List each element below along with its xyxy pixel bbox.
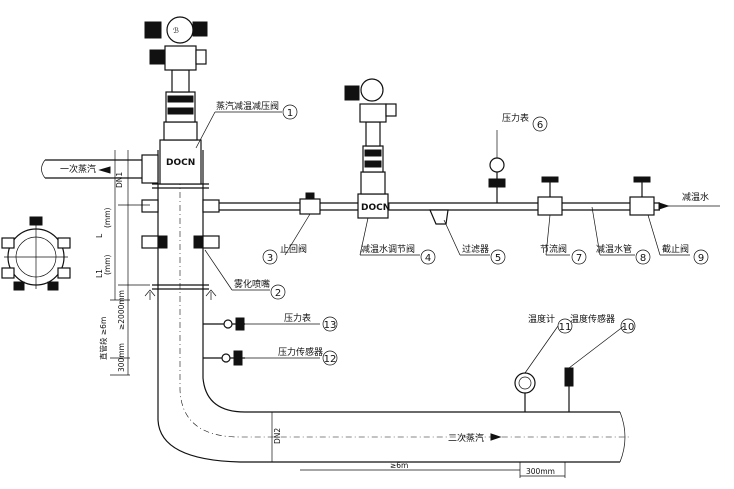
pressure-sensor xyxy=(203,350,245,366)
callout-label: 压力表 xyxy=(284,312,311,324)
callout-label: 减温水调节阀 xyxy=(361,243,415,255)
arrow-icon xyxy=(98,166,111,174)
callout-number: 13 xyxy=(324,320,337,331)
pressure-gauge-secondary xyxy=(203,317,245,331)
callout-number: 4 xyxy=(425,253,431,264)
callout-6: 压力表 6 xyxy=(502,112,548,132)
callout-number: 1 xyxy=(287,108,293,119)
callout-number: 5 xyxy=(495,253,501,264)
callout-2: 雾化喷嘴 2 xyxy=(234,278,286,300)
callout-label: 节流阀 xyxy=(540,243,567,255)
callout-number: 7 xyxy=(576,253,582,264)
thermometer xyxy=(514,372,536,412)
svg-text:DOCN: DOCN xyxy=(361,203,390,213)
callout-number: 11 xyxy=(559,322,572,333)
callout-number: 6 xyxy=(537,120,543,131)
nozzle-section-view xyxy=(1,216,71,291)
dim-l1-unit: (mm) xyxy=(103,254,112,275)
dim-300mm-v: 300mm xyxy=(117,343,126,372)
water-regulating-valve: DOCN xyxy=(344,78,397,219)
callout-1: 蒸汽减温减压阀 1 xyxy=(216,100,298,120)
callout-label: 压力表 xyxy=(502,112,529,124)
dimension-lines xyxy=(110,150,566,478)
dim-l-unit: (mm) xyxy=(103,207,112,228)
brand-label: DOCN xyxy=(166,158,195,168)
callout-7: 节流阀 7 xyxy=(540,243,587,265)
callout-number: 3 xyxy=(267,253,273,264)
secondary-steam-label: 二次蒸汽 xyxy=(448,432,484,444)
main-steam-pipe xyxy=(141,140,630,463)
svg-text:ℬ: ℬ xyxy=(173,26,179,35)
callout-9: 截止阀 9 xyxy=(662,243,709,265)
primary-steam-inlet: 一次蒸汽 xyxy=(41,154,159,184)
callout-10: 温度传感器 10 xyxy=(570,313,636,334)
dim-dn1: DN1 xyxy=(115,172,124,188)
callout-3: 3 止回阀 xyxy=(262,243,307,265)
callout-label: 温度传感器 xyxy=(570,313,615,325)
callout-5: 过滤器 5 xyxy=(462,243,506,265)
callout-number: 2 xyxy=(275,288,281,299)
arrow-icon xyxy=(205,289,217,300)
callout-number: 9 xyxy=(698,253,704,264)
arrow-icon xyxy=(658,202,670,210)
callout-4: 减温水调节阀 4 xyxy=(361,243,436,265)
callout-label: 蒸汽减温减压阀 xyxy=(216,100,279,112)
callout-label: 雾化喷嘴 xyxy=(234,278,270,290)
callout-12: 压力传感器 12 xyxy=(278,346,338,366)
desuperheating-water-pipe: 减温水 xyxy=(219,157,720,225)
callout-number: 8 xyxy=(640,253,646,264)
arrow-icon xyxy=(490,433,502,441)
desuperheating-water-label: 减温水 xyxy=(682,191,709,203)
temperature-sensor xyxy=(564,367,574,412)
dim-l: L xyxy=(95,233,104,238)
callout-label: 减温水管 xyxy=(596,243,632,255)
callout-label: 止回阀 xyxy=(280,243,307,255)
callout-label: 过滤器 xyxy=(462,243,489,255)
callout-8: 减温水管 8 xyxy=(596,243,651,265)
callout-13: 压力表 13 xyxy=(284,312,338,332)
callout-number: 10 xyxy=(622,322,635,333)
dim-6m-h: ≥6m xyxy=(390,461,408,470)
callout-label: 截止阀 xyxy=(662,243,689,255)
pressure-reducing-valve: DOCN ℬ xyxy=(144,16,208,185)
callout-11: 温度计 11 xyxy=(528,313,573,334)
dim-l1: L1 xyxy=(95,269,104,278)
callout-label: 温度计 xyxy=(528,313,555,325)
primary-steam-label: 一次蒸汽 xyxy=(60,163,96,175)
leader-lines xyxy=(195,111,690,374)
dim-straight: 直管段 ≥6m xyxy=(98,317,108,360)
arrow-icon xyxy=(144,289,156,300)
dim-300mm-h: 300mm xyxy=(526,467,555,476)
dim-2000mm: ≥2000mm xyxy=(117,290,126,330)
dim-dn2: DN2 xyxy=(273,428,282,444)
callout-label: 压力传感器 xyxy=(278,346,323,358)
callout-number: 12 xyxy=(324,354,337,365)
